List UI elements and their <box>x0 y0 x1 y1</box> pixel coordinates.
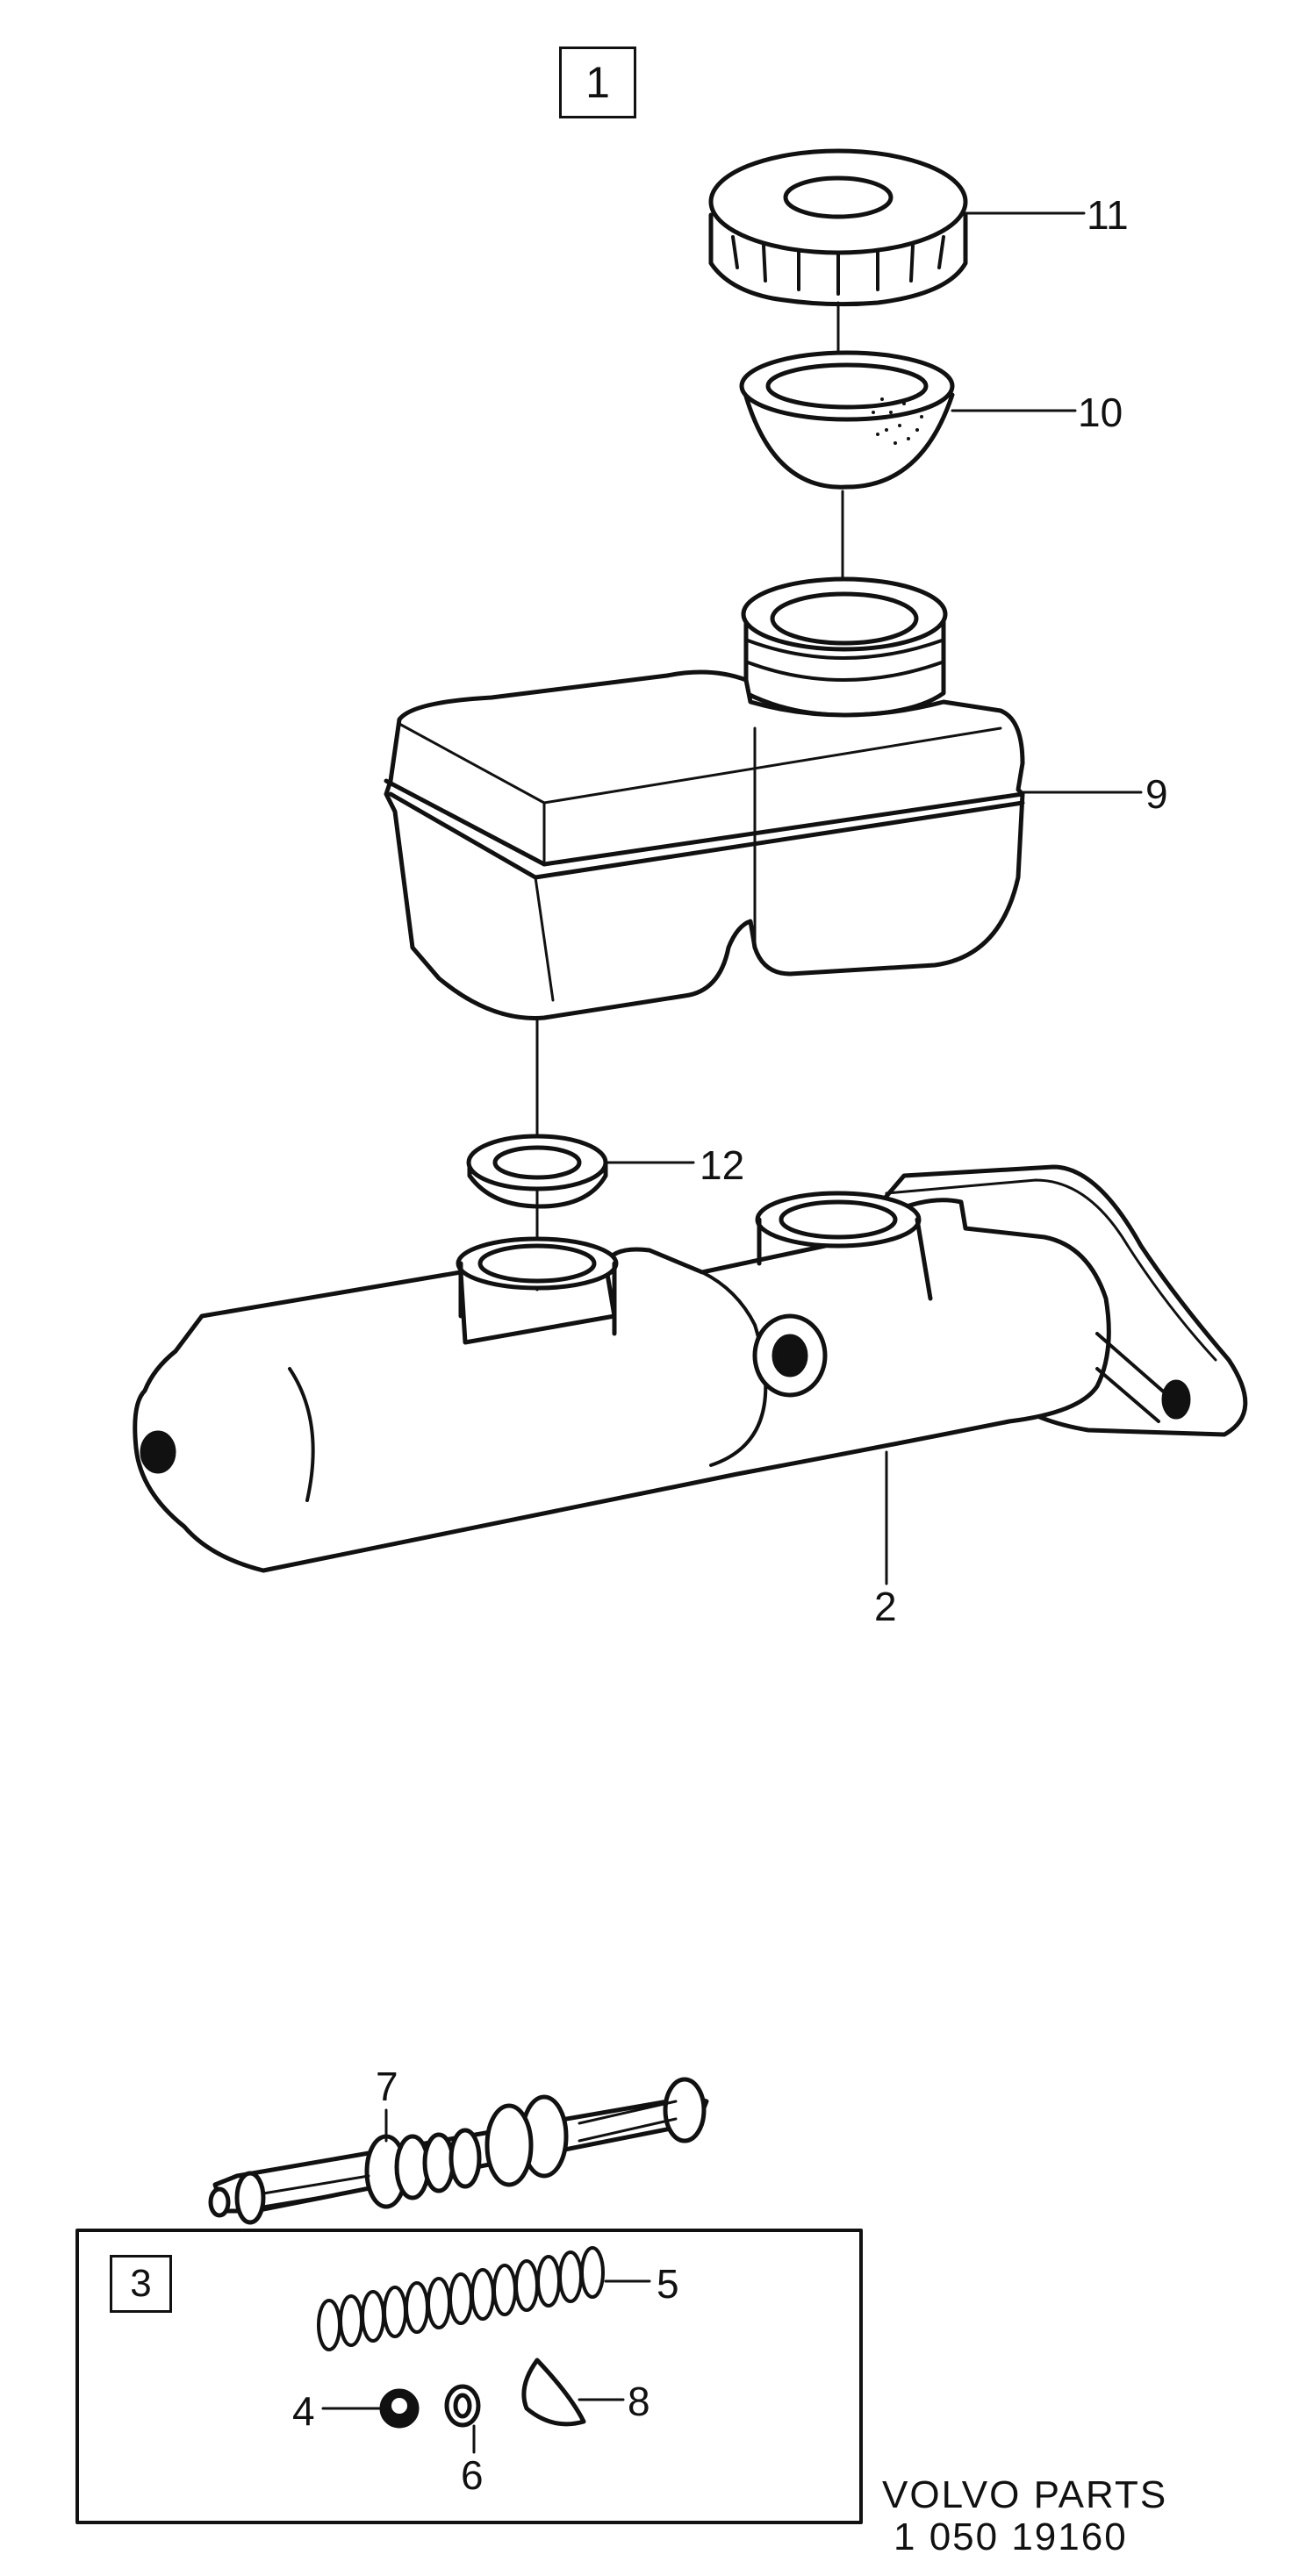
assembly-number-box: 1 <box>559 47 636 118</box>
callout-piston: 7 <box>376 2064 398 2109</box>
callout-seal: 12 <box>700 1142 745 1188</box>
callout-reservoir: 9 <box>1145 771 1168 817</box>
footer-part-number: 1 050 19160 <box>894 2515 1128 2558</box>
callout-cylinder: 2 <box>874 1584 897 1629</box>
callout-cap: 11 <box>1087 192 1129 238</box>
clip <box>521 2358 586 2427</box>
ring <box>444 2384 481 2428</box>
reservoir-cap <box>708 148 968 307</box>
callout-washer: 4 <box>292 2388 315 2434</box>
reservoir <box>384 576 1025 1020</box>
strainer <box>739 350 955 490</box>
callout-ring: 6 <box>461 2452 484 2498</box>
callout-spring: 5 <box>657 2261 679 2307</box>
footer-brand: VOLVO PARTS <box>882 2473 1168 2516</box>
callout-strainer: 10 <box>1078 390 1123 435</box>
seal <box>466 1134 608 1209</box>
repair-kit-frame <box>75 2229 863 2524</box>
spring <box>317 2246 605 2351</box>
callout-clip: 8 <box>628 2379 650 2424</box>
kit-number-box: 3 <box>110 2255 172 2313</box>
washer <box>379 2388 420 2429</box>
master-cylinder <box>133 1164 1248 1573</box>
piston-assembly <box>208 2077 709 2225</box>
